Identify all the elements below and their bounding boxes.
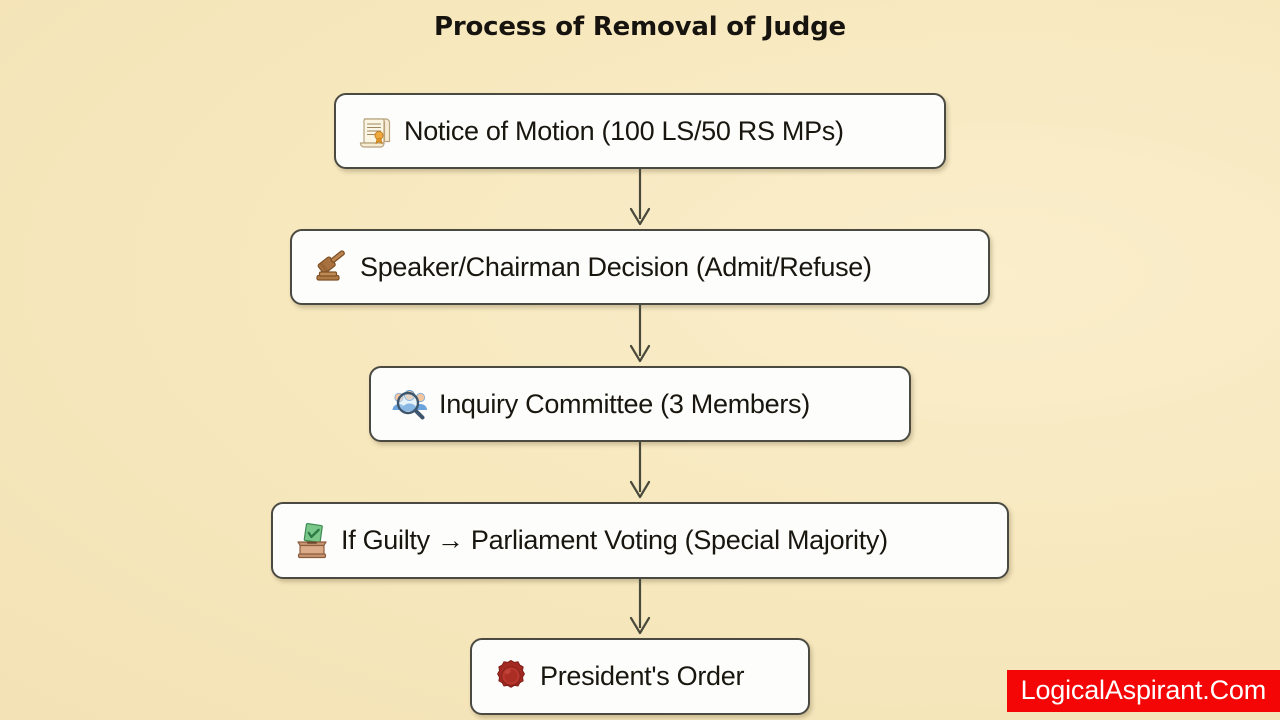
flow-node-presidents-order: President's Order: [470, 638, 810, 715]
connector-arrow-3: [629, 442, 651, 502]
connector-arrow-2: [629, 305, 651, 366]
flow-node-notice-of-motion: Notice of Motion (100 LS/50 RS MPs): [334, 93, 946, 169]
flow-node-label: If Guilty → Parliament Voting (Special M…: [341, 525, 888, 555]
flow-node-speaker-chairman-decision: Speaker/Chairman Decision (Admit/Refuse): [290, 229, 990, 305]
gavel-icon: [310, 246, 352, 288]
inquiry-people-magnifier-icon: [389, 383, 431, 425]
connector-arrow-1: [629, 169, 651, 229]
flow-node-parliament-voting: If Guilty → Parliament Voting (Special M…: [271, 502, 1009, 579]
ballot-box-icon: [291, 520, 333, 562]
watermark-logicalaspirant: LogicalAspirant.Com: [1006, 669, 1280, 712]
connector-arrow-4: [629, 579, 651, 638]
flow-node-inquiry-committee: Inquiry Committee (3 Members): [369, 366, 911, 442]
flow-node-label: Speaker/Chairman Decision (Admit/Refuse): [360, 251, 872, 282]
flow-node-label: Notice of Motion (100 LS/50 RS MPs): [404, 115, 844, 146]
flow-node-label: President's Order: [540, 661, 745, 691]
flow-node-label: Inquiry Committee (3 Members): [439, 388, 810, 419]
wax-seal-icon: [490, 656, 532, 698]
scroll-icon: [354, 110, 396, 152]
page-title: Process of Removal of Judge: [434, 12, 846, 42]
